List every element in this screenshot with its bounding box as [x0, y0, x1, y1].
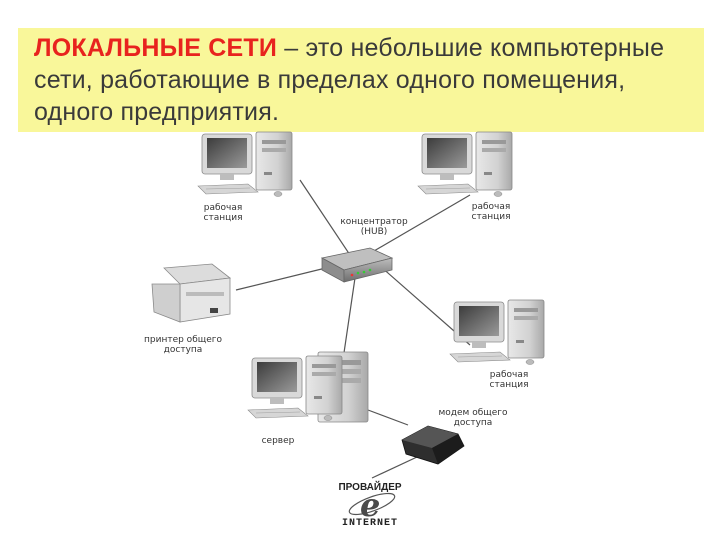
label-workstation-top-left: рабочая станция — [203, 203, 243, 223]
label-workstation-top-right: рабочая станция — [471, 202, 511, 222]
heading-term: ЛОКАЛЬНЫЕ СЕТИ — [34, 34, 278, 62]
printer-icon — [151, 263, 232, 323]
label-internet: INTERNET — [341, 518, 398, 529]
internet-logo-icon: e — [348, 486, 396, 524]
svg-text:e: e — [360, 486, 380, 524]
hub-icon — [320, 247, 394, 283]
label-server: сервер — [261, 436, 295, 446]
server-icon — [247, 351, 369, 423]
workstation-icon — [197, 131, 293, 197]
label-provider: ПРОВАЙДЕР — [338, 482, 402, 493]
label-modem: модем общего доступа — [438, 408, 508, 428]
label-printer: принтер общего доступа — [144, 335, 222, 355]
workstation-icon — [449, 299, 545, 365]
label-workstation-right: рабочая станция — [489, 370, 529, 390]
modem-icon — [401, 425, 465, 465]
page-heading: ЛОКАЛЬНЫЕ СЕТИ – это небольшие компьютер… — [34, 32, 702, 128]
label-hub: концентратор (HUB) — [340, 217, 408, 237]
workstation-icon — [417, 131, 513, 197]
heading-definition: – это небольшие компьютерные сети, работ… — [34, 34, 665, 126]
heading-highlight — [18, 28, 704, 132]
